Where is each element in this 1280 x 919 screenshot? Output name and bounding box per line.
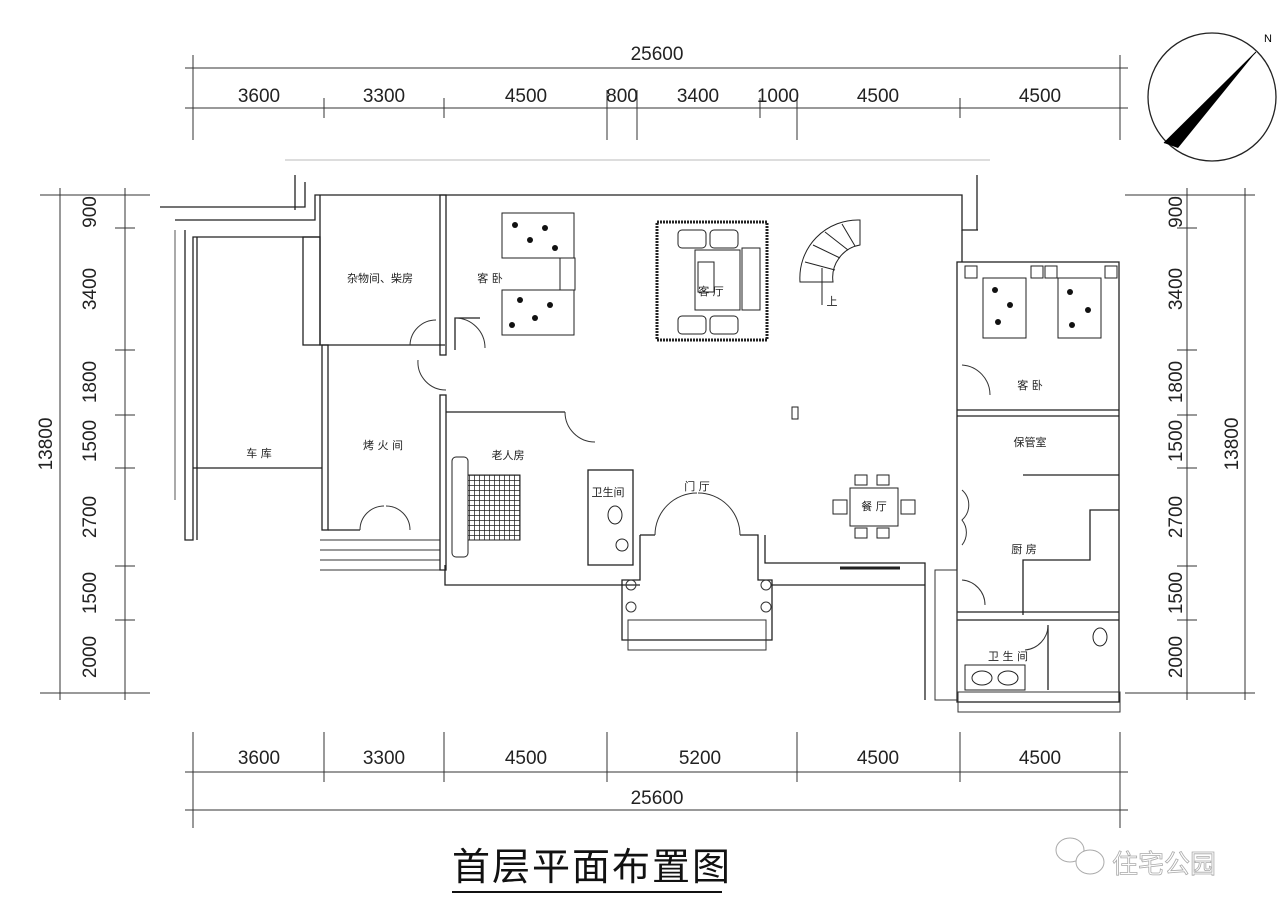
- right-dim: 2000: [1166, 636, 1187, 678]
- room-labels: 杂物间、柴房 客 卧 客 厅 上 客 卧 保管室 餐 厅 厨 房 卫 生 间 门…: [246, 271, 1046, 663]
- walls: [160, 159, 1121, 713]
- compass: N: [1147, 32, 1277, 162]
- room-bathroom-2: 卫 生 间: [988, 649, 1028, 663]
- left-dim: 1500: [80, 572, 101, 614]
- right-dim: 1800: [1166, 361, 1187, 403]
- watermark-text: 住宅公园: [1112, 850, 1216, 880]
- left-dim: 2000: [80, 636, 101, 678]
- compass-circle: [1147, 32, 1277, 162]
- room-living: 客 厅: [698, 284, 724, 298]
- right-dim: 1500: [1166, 572, 1187, 614]
- furniture: [451, 212, 1118, 691]
- spiral-staircase: [799, 219, 861, 305]
- left-dimension-chain: 13800 900 3400 1800 1500 2700 1500 2000: [36, 188, 150, 700]
- right-dim: 3400: [1166, 268, 1187, 310]
- right-total-dim: 13800: [1222, 418, 1243, 471]
- bottom-dim: 4500: [857, 748, 899, 769]
- top-dim: 3300: [363, 86, 405, 107]
- drawing-title: 首层平面布置图: [452, 845, 732, 889]
- stairs-up-label: 上: [827, 295, 838, 308]
- bottom-dim: 4500: [1019, 748, 1061, 769]
- right-dimension-chain: 900 3400 1800 1500 2700 1500 2000 13800: [1125, 188, 1255, 700]
- dining-table: [832, 474, 916, 539]
- room-bathroom-1: 卫生间: [592, 485, 625, 499]
- room-garage: 车 库: [246, 446, 272, 460]
- top-total-dim: 25600: [631, 44, 684, 65]
- top-dim: 4500: [857, 86, 899, 107]
- left-dim: 900: [80, 196, 101, 228]
- bottom-dimension-chain: 3600 3300 4500 5200 4500 4500 25600: [185, 732, 1128, 828]
- top-dim: 4500: [505, 86, 547, 107]
- right-dim: 1500: [1166, 420, 1187, 462]
- left-dim: 1500: [80, 420, 101, 462]
- left-dim: 3400: [80, 268, 101, 310]
- right-dim: 900: [1166, 196, 1187, 228]
- left-total-dim: 13800: [36, 418, 57, 471]
- double-bed: [451, 456, 521, 558]
- left-dim: 1800: [80, 361, 101, 403]
- bottom-total-dim: 25600: [631, 788, 684, 809]
- top-dim: 4500: [1019, 86, 1061, 107]
- left-dim: 2700: [80, 496, 101, 538]
- top-dim: 1000: [757, 86, 799, 107]
- room-foyer: 门 厅: [684, 479, 710, 493]
- bottom-dim: 4500: [505, 748, 547, 769]
- room-keeping: 保管室: [1014, 435, 1047, 449]
- top-dim: 3600: [238, 86, 280, 107]
- twin-beds-right: [964, 265, 1118, 339]
- room-fire: 烤 火 间: [363, 438, 403, 452]
- bathroom-fixtures: [607, 505, 1108, 691]
- room-guest-bedroom-1: 客 卧: [477, 271, 503, 285]
- top-dimension-chain: 25600 3600 3300 4500 800 3400 1000 4500 …: [185, 44, 1128, 140]
- sofa-set: [655, 220, 769, 342]
- wechat-icon: [1055, 837, 1105, 875]
- room-elder: 老人房: [492, 449, 525, 462]
- room-kitchen: 厨 房: [1011, 543, 1037, 556]
- bottom-dim: 5200: [679, 748, 721, 769]
- twin-beds-left: [501, 212, 576, 336]
- room-storage: 杂物间、柴房: [347, 271, 413, 285]
- north-label: N: [1264, 33, 1272, 45]
- top-dim: 3400: [677, 86, 719, 107]
- room-guest-bedroom-2: 客 卧: [1017, 378, 1043, 392]
- north-arrow-icon: [1164, 52, 1256, 148]
- watermark: 住宅公园: [1055, 837, 1216, 880]
- bottom-dim: 3600: [238, 748, 280, 769]
- room-dining: 餐 厅: [861, 499, 887, 513]
- top-dim: 800: [606, 86, 638, 107]
- right-dim: 2700: [1166, 496, 1187, 538]
- bottom-dim: 3300: [363, 748, 405, 769]
